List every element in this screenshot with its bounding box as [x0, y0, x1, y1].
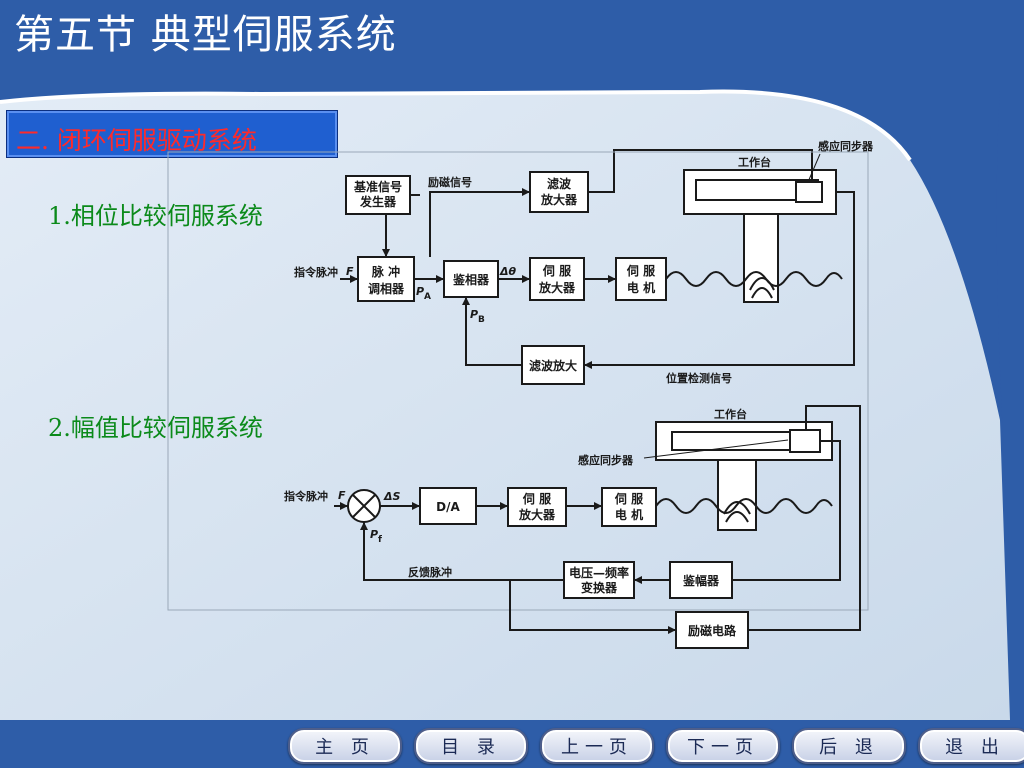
worktable-label-1: 工作台	[738, 155, 771, 169]
phase-det-label: 鉴相器	[452, 272, 490, 287]
servo-amp2-line1: 伺 服	[522, 491, 552, 506]
pf-sub: f	[378, 535, 382, 545]
subsection-phase-title: 1.相位比较伺服系统	[48, 202, 263, 230]
filter-amp-top-line2: 放大器	[540, 192, 578, 207]
pulse-modulator-box	[357, 256, 415, 302]
da-label: D/A	[436, 500, 460, 514]
pb-label: P	[470, 308, 478, 321]
delta-theta-label: Δθ	[499, 265, 517, 278]
filter-amp-top-box	[529, 171, 589, 213]
ref-gen-line1: 基准信号	[353, 179, 402, 194]
pb-sub: B	[478, 315, 485, 325]
feedback-label: 反馈脉冲	[408, 565, 452, 579]
section-title: 二. 闭环伺服驱动系统	[16, 126, 257, 155]
exit-button[interactable]: 退 出	[918, 728, 1024, 764]
filter-amp-bottom-box	[521, 345, 585, 385]
home-button[interactable]: 主 页	[288, 728, 402, 764]
pf-label: P	[370, 528, 378, 541]
back-button[interactable]: 后 退	[792, 728, 906, 764]
servo-amp-line2: 放大器	[538, 280, 576, 295]
phase-detector-box	[443, 260, 499, 298]
servo-motor2-line1: 伺 服	[614, 491, 644, 506]
navigation-bar: 主 页 目 录 上一页 下一页 后 退 退 出	[288, 728, 1024, 764]
pa-label: P	[416, 285, 424, 298]
diagram-frame	[167, 151, 869, 611]
cmd-pulse-label-2: 指令脉冲	[284, 489, 328, 503]
subsection-amplitude-title: 2.幅值比较伺服系统	[48, 414, 263, 442]
excite-signal-label: 励磁信号	[428, 175, 472, 189]
section-header-box	[6, 110, 338, 158]
delta-s-label: ΔS	[383, 490, 401, 503]
servo-amp2-line2: 放大器	[518, 507, 556, 522]
amp-det-label: 鉴幅器	[682, 573, 720, 588]
ref-gen-line2: 发生器	[359, 194, 397, 209]
pulse-mod-line1: 脉 冲	[371, 264, 400, 279]
pos-signal-label: 位置检测信号	[666, 371, 732, 385]
filter-amp-top-line1: 滤波	[547, 176, 572, 191]
vf-line1: 电压—频率	[569, 565, 629, 580]
toc-button[interactable]: 目 录	[414, 728, 528, 764]
page-title: 第五节 典型伺服系统	[14, 12, 397, 58]
sync-device-box	[795, 181, 823, 203]
filter-amp-bottom-label: 滤波放大	[529, 358, 577, 373]
servo-motor2-line2: 电 机	[615, 507, 643, 522]
da-box	[419, 487, 477, 525]
cmd-sym-2: F	[338, 489, 346, 502]
next-page-button[interactable]: 下一页	[666, 728, 780, 764]
sync-label-2: 感应同步器	[578, 453, 634, 467]
servo-motor-box	[615, 257, 667, 301]
servo-motor-box-2	[601, 487, 657, 527]
ref-generator-box	[345, 175, 411, 215]
excite-circuit-label: 励磁电路	[688, 623, 737, 638]
servo-motor-line2: 电 机	[627, 280, 655, 295]
pa-sub: A	[424, 292, 431, 302]
servo-amp-box	[529, 257, 585, 301]
prev-page-button[interactable]: 上一页	[540, 728, 654, 764]
servo-amp-line1: 伺 服	[542, 263, 572, 278]
cmd-pulse-label-1: 指令脉冲	[294, 265, 338, 279]
pulse-mod-line2: 调相器	[368, 281, 405, 296]
sync-device-box-2	[789, 429, 821, 453]
worktable-label-2: 工作台	[714, 407, 747, 421]
vf-line2: 变换器	[581, 580, 618, 595]
sync-label-1: 感应同步器	[818, 139, 874, 153]
cmd-sym-1: F	[346, 265, 354, 278]
servo-motor-line1: 伺 服	[626, 263, 656, 278]
worktable-column-2	[717, 459, 757, 531]
